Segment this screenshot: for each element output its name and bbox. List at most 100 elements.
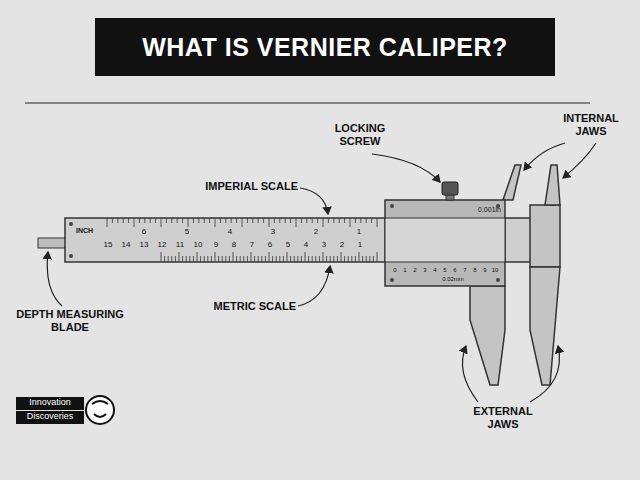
scale-tick	[328, 218, 329, 223]
scale-tick	[377, 218, 378, 227]
logo-emblem	[86, 396, 114, 424]
scale-tick	[207, 256, 208, 262]
metric-number: 3	[317, 240, 331, 249]
scale-tick	[261, 256, 262, 262]
resolution-label: 0.001in	[455, 206, 501, 214]
scale-tick	[369, 256, 370, 262]
scale-tick	[355, 218, 356, 223]
scale-tick	[193, 218, 194, 223]
scale-tick	[263, 218, 264, 223]
fixed-jaw	[530, 205, 560, 267]
scale-tick	[317, 218, 318, 223]
metric-number: 11	[173, 240, 187, 249]
scale-tick	[236, 218, 237, 223]
scale-tick	[134, 218, 135, 227]
scale-tick	[175, 256, 176, 262]
scale-tick	[312, 218, 313, 223]
scale-tick	[272, 256, 273, 262]
scale-tick	[276, 256, 277, 262]
scale-tick	[362, 256, 363, 262]
vernier-number: 8	[470, 267, 480, 274]
inch-number: 2	[310, 227, 322, 236]
scale-tick	[290, 256, 291, 262]
scale-tick	[225, 256, 226, 262]
scale-tick	[333, 256, 334, 262]
metric-number: 14	[119, 240, 133, 249]
scale-tick	[211, 256, 212, 262]
vernier-number: 3	[420, 267, 430, 274]
internal-jaw	[503, 165, 521, 200]
scale-tick	[326, 256, 327, 262]
metric-number: 10	[191, 240, 205, 249]
metric-number: 4	[299, 240, 313, 249]
scale-tick	[171, 218, 172, 223]
scale-tick	[243, 256, 244, 262]
internal-jaw	[545, 165, 560, 205]
callout-label: DEPTH MEASURING BLADE	[14, 308, 126, 333]
scale-tick	[128, 218, 129, 223]
scale-tick	[193, 256, 194, 262]
callout-label: IMPERIAL SCALE	[188, 180, 298, 193]
inch-number: 6	[138, 227, 150, 236]
scale-tick	[306, 218, 307, 223]
scale-tick	[339, 218, 340, 223]
scale-tick	[360, 218, 361, 223]
scale-tick	[366, 256, 367, 262]
scale-tick	[139, 218, 140, 223]
external-jaw	[470, 286, 505, 385]
scale-tick	[285, 218, 286, 223]
scale-tick	[366, 218, 367, 223]
inch-number: 3	[267, 227, 279, 236]
scale-unit: INCH	[76, 227, 106, 235]
vernier-number: 2	[410, 267, 420, 274]
scale-tick	[222, 256, 223, 262]
scale-tick	[182, 256, 183, 262]
scale-tick	[283, 256, 284, 262]
scale-tick	[225, 218, 226, 223]
scale-tick	[315, 256, 316, 262]
scale-tick	[164, 256, 165, 262]
scale-tick	[204, 256, 205, 262]
scale-tick	[355, 256, 356, 262]
scale-tick	[117, 218, 118, 223]
logo-text: Discoveries	[16, 411, 84, 421]
scale-tick	[215, 252, 216, 262]
metric-number: 1	[353, 240, 367, 249]
callout-label: INTERNAL JAWS	[556, 112, 626, 137]
scale-tick	[233, 252, 234, 262]
scale-tick	[215, 218, 216, 227]
inch-number: 1	[353, 227, 365, 236]
scale-tick	[269, 218, 270, 227]
scale-tick	[161, 218, 162, 227]
title-band: WHAT IS VERNIER CALIPER?	[95, 18, 555, 76]
vernier-number: 5	[440, 267, 450, 274]
scale-tick	[269, 252, 270, 262]
metric-number: 5	[281, 240, 295, 249]
resolution-label: 0.02mm	[430, 276, 476, 283]
metric-number: 15	[101, 240, 115, 249]
scale-tick	[350, 218, 351, 227]
scale-tick	[197, 252, 198, 262]
scale-tick	[265, 256, 266, 262]
scale-tick	[287, 252, 288, 262]
scale-tick	[301, 218, 302, 223]
inch-number: 5	[181, 227, 193, 236]
scale-tick	[348, 256, 349, 262]
scale-tick	[189, 256, 190, 262]
scale-tick	[168, 256, 169, 262]
vernier-slider	[385, 200, 505, 286]
metric-number: 7	[245, 240, 259, 249]
scale-tick	[297, 256, 298, 262]
scale-tick	[373, 256, 374, 262]
scale-tick	[290, 218, 291, 223]
title: WHAT IS VERNIER CALIPER?	[142, 33, 508, 62]
vernier-number: 9	[480, 267, 490, 274]
scale-tick	[319, 256, 320, 262]
scale-tick	[279, 256, 280, 262]
vernier-number: 4	[430, 267, 440, 274]
vernier-number: 7	[460, 267, 470, 274]
inch-number: 4	[224, 227, 236, 236]
scale-tick	[161, 252, 162, 262]
metric-number: 2	[335, 240, 349, 249]
scale-tick	[274, 218, 275, 223]
